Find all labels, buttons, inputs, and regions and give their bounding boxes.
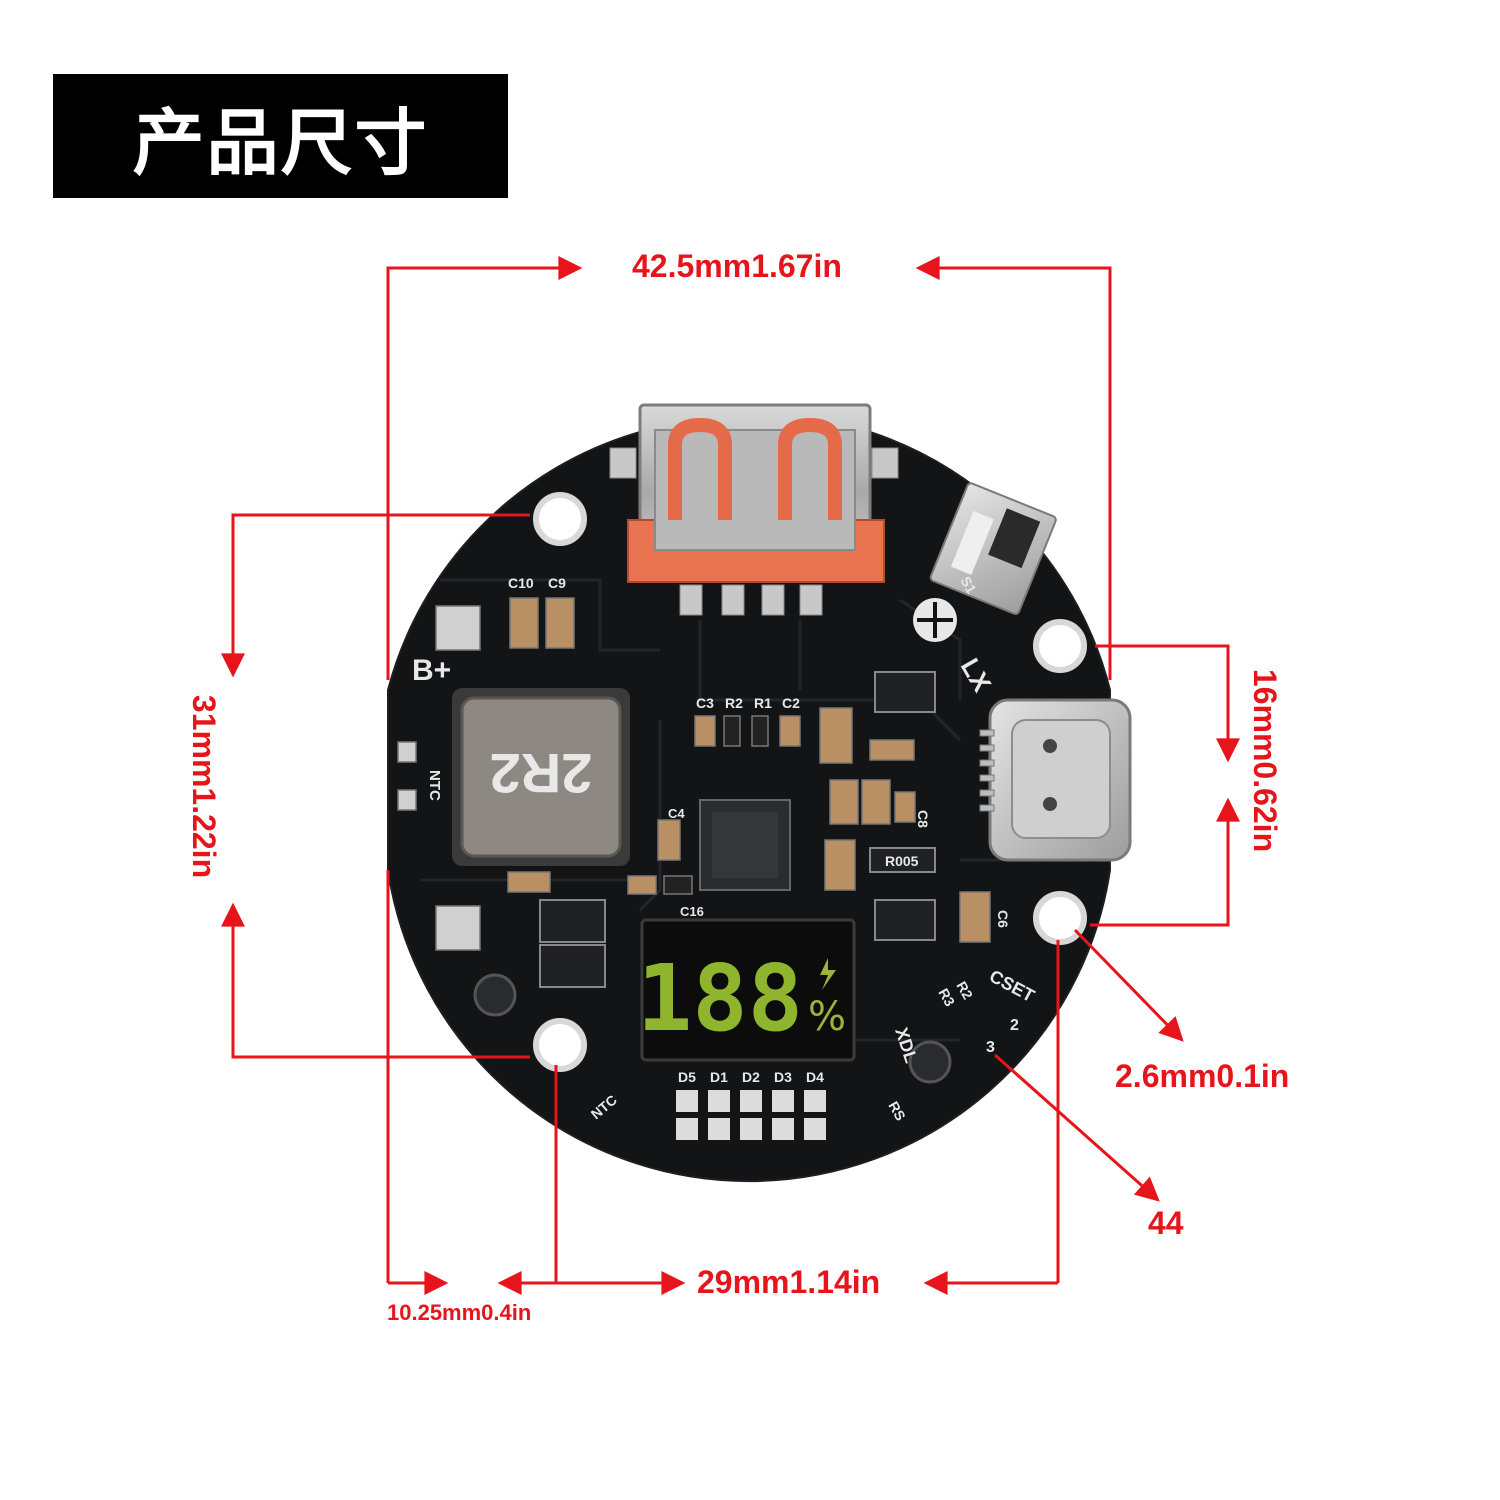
dimension-width: 42.5mm1.67in [632, 248, 842, 284]
label-c3: C3 [696, 695, 714, 711]
smd-parts [397, 597, 991, 951]
label-battery-plus: B+ [412, 654, 451, 687]
label-d4: D4 [806, 1069, 824, 1085]
led-display: 188 % [637, 918, 856, 1062]
label-c2: C2 [782, 695, 800, 711]
label-c16: C16 [680, 904, 704, 919]
dimension-hole-spacing-vertical: 16mm0.62in [1247, 668, 1284, 853]
display-percent: % [808, 994, 846, 1040]
label-r1: R1 [754, 695, 772, 711]
dimension-lines [221, 256, 1240, 1295]
label-c6: C6 [995, 910, 1011, 928]
label-cset-3: 3 [986, 1039, 995, 1056]
test-pad [473, 973, 517, 1017]
usb-c-connector [979, 698, 1132, 862]
label-d3: D3 [774, 1069, 792, 1085]
label-ntc-left: NTC [426, 770, 443, 801]
page-title: 产品尺寸 [53, 74, 508, 198]
label-r3: R3 [935, 986, 958, 1010]
dimension-hole-spacing-horizontal: 29mm1.14in [697, 1264, 881, 1300]
label-c9: C9 [548, 575, 566, 591]
slide-switch [929, 482, 1057, 615]
test-pad [908, 1040, 952, 1084]
mosfets [539, 671, 936, 988]
mounting-holes [533, 492, 1087, 1072]
usb-a-connector [609, 403, 899, 616]
label-r2-mid: R2 [725, 695, 743, 711]
label-switch: S1 [957, 574, 980, 597]
label-d5: D5 [678, 1069, 696, 1085]
label-c10: C10 [508, 575, 534, 591]
label-d1: D1 [710, 1069, 728, 1085]
led-indicators [676, 1090, 826, 1140]
label-d2: D2 [742, 1069, 760, 1085]
dimension-callout: 44 [1148, 1205, 1184, 1241]
bolt-icon [820, 958, 836, 990]
label-r005: R005 [885, 853, 919, 869]
label-c4: C4 [668, 806, 685, 821]
dimension-height: 31mm1.22in [186, 694, 223, 879]
label-cset-2: 2 [1010, 1017, 1019, 1034]
dimension-edge-offset: 10.25mm0.4in [387, 1300, 532, 1325]
inductor: 2R2 [452, 688, 630, 866]
ic-chip [699, 799, 791, 891]
display-digits: 188 [637, 945, 803, 1052]
brand-logo-mark [917, 602, 953, 638]
inductor-code: 2R2 [490, 742, 593, 805]
label-c8: C8 [915, 810, 931, 828]
label-r2: R2 [953, 979, 976, 1003]
dimension-hole-diameter: 2.6mm0.1in [1115, 1058, 1290, 1094]
